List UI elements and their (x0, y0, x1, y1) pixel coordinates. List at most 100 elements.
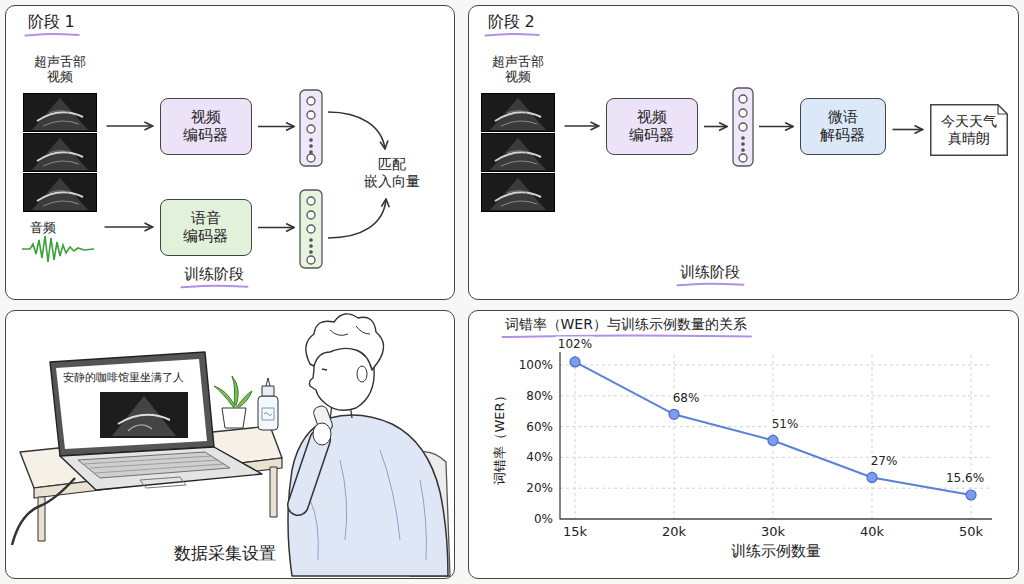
flow-arrow (759, 126, 793, 128)
setup-illustration (56, 359, 207, 449)
embedding-vector (733, 88, 753, 166)
ultrasound-frames (481, 173, 555, 212)
ultrasound-frames (23, 93, 555, 212)
panel-ground (5, 310, 455, 579)
stage-heading: 阶段 2 (488, 12, 535, 32)
arrow-connector (893, 129, 923, 131)
box-label: 微语 解码器 (820, 108, 865, 144)
grid-line (575, 355, 576, 519)
setup-illustration (262, 408, 274, 420)
setup-illustration (306, 314, 384, 370)
video-frames: 超声舌部 视频 (478, 52, 558, 214)
setup-illustration (84, 456, 224, 473)
encoder-box: 视频 编码器 (160, 98, 252, 155)
stage-heading: 阶段 1 (28, 12, 75, 32)
heading-underline (26, 34, 79, 35)
axis-tick: 20k (662, 524, 686, 540)
embedding-vector (307, 125, 315, 133)
arrow-connector (565, 125, 599, 127)
setup-illustration (313, 423, 331, 445)
ultrasound-frames (23, 173, 97, 212)
setup-illustration (270, 467, 277, 517)
embedding-vector (307, 225, 315, 233)
setup-illustration (112, 396, 176, 436)
embedding-vector (310, 239, 312, 241)
embedding-vector (307, 154, 315, 162)
box-label: 语音 编码器 (183, 209, 228, 245)
setup-illustration (266, 378, 270, 386)
embedding-vector (742, 149, 744, 151)
axis-tick: 100% (519, 358, 553, 373)
chart-title: 词错率（WER）与训练示例数量的关系 (505, 316, 747, 334)
setup-illustration (288, 415, 448, 576)
heading-underline (182, 286, 248, 287)
flow-arrow (328, 112, 385, 149)
ultrasound-frames (481, 133, 555, 172)
setup-illustration (78, 452, 230, 478)
note-fold (998, 104, 1007, 113)
panel-ground (468, 310, 1019, 579)
embedding-vector (300, 190, 322, 268)
axis-tick: 60% (526, 419, 553, 434)
embedding-vector (300, 90, 322, 166)
encoder-box: 语音 编码器 (160, 199, 252, 256)
stage-caption: 训练阶段 (184, 265, 244, 284)
grid-line (560, 365, 992, 366)
setup-illustration (12, 478, 75, 545)
setup-illustration (322, 369, 327, 370)
grid-line (560, 395, 992, 396)
embedding-vector (310, 139, 312, 141)
decoder-box: 微语 解码器 (800, 98, 886, 155)
embedding-vector (739, 123, 747, 131)
grid-line (674, 355, 675, 519)
chart-axis (560, 352, 992, 519)
embedding-vector (307, 97, 315, 105)
axis-tick: 15k (563, 524, 587, 540)
audio-input: 音频 (20, 218, 98, 266)
axis-title: 词错率（WER） (492, 389, 508, 484)
setup-illustration (264, 413, 272, 416)
embedding-vector (739, 109, 747, 117)
audio-waveform (22, 236, 94, 262)
axis-tick: 30k (761, 524, 785, 540)
embedding-vector (742, 137, 744, 139)
flow-arrow (258, 227, 294, 229)
embedding-vector (310, 251, 312, 253)
flow-arrow (258, 126, 294, 128)
axis-tick: 0% (534, 512, 553, 527)
arrow-connector (107, 125, 153, 127)
panel-ground (468, 5, 1019, 300)
media-label: 超声舌部 视频 (34, 54, 86, 85)
data-point (867, 472, 877, 482)
chart-panel: 词错率（WER）与训练示例数量的关系 (468, 310, 1019, 579)
box-label: 视频 编码器 (629, 108, 674, 144)
embedding-vector (307, 256, 315, 264)
embedding-vector (739, 95, 747, 103)
axis-tick: 50k (959, 524, 983, 540)
data-line (575, 362, 971, 495)
setup-illustration (236, 391, 252, 408)
flow-arrow (704, 126, 727, 128)
embedding-vector (307, 197, 315, 205)
ultrasound-frames (23, 133, 97, 172)
encoder-box: 视频 编码器 (606, 98, 698, 155)
box-label: 视频 编码器 (183, 108, 228, 144)
data-point (669, 409, 679, 419)
data-label: 102% (556, 336, 594, 351)
embedding-vector (739, 154, 747, 162)
setup-illustration (12, 314, 450, 576)
setup-illustration (298, 440, 320, 505)
box-label: 今天天气 真晴朗 (941, 113, 997, 147)
heading-underline (486, 34, 539, 35)
embedding-vector (307, 211, 315, 219)
setup-illustration (232, 376, 238, 408)
heading-underline (503, 336, 751, 337)
embedding-vector (300, 88, 753, 268)
panel-caption: 数据采集设置 (174, 543, 276, 564)
embedding-vector (307, 111, 315, 119)
note-outline (930, 104, 1007, 155)
flow-arrow (258, 112, 793, 238)
